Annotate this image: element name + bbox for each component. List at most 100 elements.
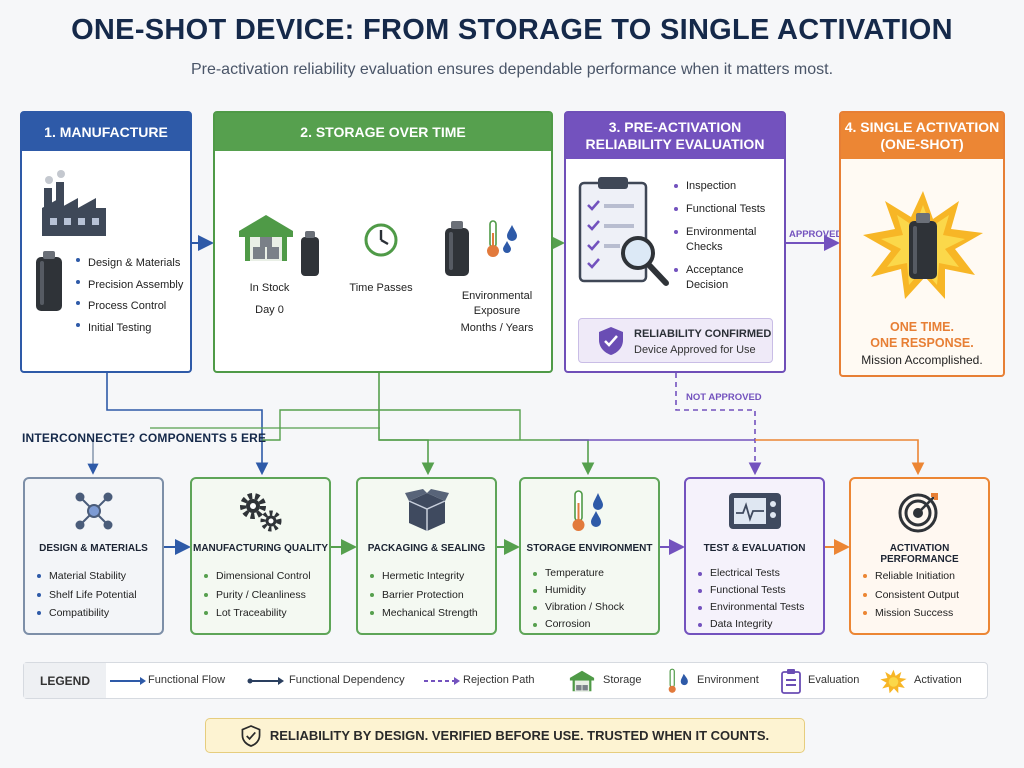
shield-check-icon bbox=[241, 724, 261, 747]
storage-icon bbox=[569, 670, 595, 692]
list-item: Initial Testing bbox=[76, 318, 183, 340]
stage-storage: 2. STORAGE OVER TIME In Stock Day 0 Time… bbox=[213, 111, 553, 373]
network-icon bbox=[75, 492, 112, 530]
banner-text: RELIABILITY BY DESIGN. VERIFIED BEFORE U… bbox=[269, 728, 770, 743]
clock-icon bbox=[364, 223, 398, 257]
component-storage-environment: STORAGE ENVIRONMENT Temperature Humidity… bbox=[519, 477, 660, 635]
component-title: MANUFACTURING QUALITY bbox=[193, 543, 328, 554]
list-item: Humidity bbox=[533, 582, 624, 599]
component-packaging-sealing: PACKAGING & SEALING Hermetic Integrity B… bbox=[356, 477, 497, 635]
component-title: TEST & EVALUATION bbox=[703, 543, 806, 554]
component-title: PACKAGING & SEALING bbox=[367, 543, 486, 554]
rejection-path bbox=[675, 373, 762, 476]
list-item: Consistent Output bbox=[863, 586, 959, 605]
list-item: Temperature bbox=[533, 565, 624, 582]
confirmed-subtitle: Device Approved for Use bbox=[634, 344, 756, 356]
approved-label: APPROVED bbox=[789, 229, 843, 240]
list-item: Corrosion bbox=[533, 616, 624, 633]
thermometer-icon bbox=[487, 220, 517, 257]
device-icon bbox=[301, 231, 319, 276]
list-item: Precision Assembly bbox=[76, 275, 183, 297]
component-design-materials: DESIGN & MATERIALS Material Stability Sh… bbox=[23, 477, 164, 635]
list-item: Data Integrity bbox=[698, 616, 804, 633]
legend-title: LEGEND bbox=[24, 663, 106, 698]
component-title: DESIGN & MATERIALS bbox=[39, 543, 148, 554]
component-manufacturing-quality: MANUFACTURING QUALITY Dimensional Contro… bbox=[190, 477, 331, 635]
legend-activation: Activation bbox=[914, 674, 962, 686]
in-stock-label: In Stock bbox=[249, 282, 290, 294]
component-list: Electrical Tests Functional Tests Enviro… bbox=[698, 565, 804, 633]
legend-evaluation: Evaluation bbox=[808, 674, 860, 686]
one-time-text: ONE TIME. ONE RESPONSE. bbox=[870, 320, 974, 350]
evaluation-list: Inspection Functional Tests Environmenta… bbox=[674, 179, 765, 293]
page-title: ONE-SHOT DEVICE: FROM STORAGE TO SINGLE … bbox=[71, 14, 953, 46]
list-item: Lot Traceability bbox=[204, 604, 311, 623]
target-icon bbox=[898, 493, 938, 533]
factory-icon bbox=[42, 170, 106, 236]
list-item: Dimensional Control bbox=[204, 567, 311, 586]
stage-storage-title: 2. STORAGE OVER TIME bbox=[215, 113, 551, 151]
component-list: Reliable Initiation Consistent Output Mi… bbox=[863, 567, 959, 623]
rejection-path-swatch bbox=[424, 677, 460, 685]
environment-icon bbox=[668, 668, 688, 693]
component-list: Temperature Humidity Vibration / Shock C… bbox=[533, 565, 624, 633]
stage-activation: 4. SINGLE ACTIVATION(ONE-SHOT) ONE TIME.… bbox=[839, 111, 1005, 377]
activation-icon bbox=[880, 669, 907, 694]
list-item: Mission Success bbox=[863, 604, 959, 623]
legend: LEGEND Functional Flow Functional Depend… bbox=[23, 662, 988, 699]
list-item: Purity / Cleanliness bbox=[204, 586, 311, 605]
months-years-label: Months / Years bbox=[460, 322, 534, 334]
manufacture-list: Design & Materials Precision Assembly Pr… bbox=[76, 253, 183, 339]
component-list: Hermetic Integrity Barrier Protection Me… bbox=[370, 567, 478, 623]
reliability-confirmed-box: RELIABILITY CONFIRMED Device Approved fo… bbox=[578, 318, 773, 363]
list-item: Reliable Initiation bbox=[863, 567, 959, 586]
evaluation-icon bbox=[781, 669, 801, 694]
legend-environment: Environment bbox=[697, 674, 759, 686]
list-item: Material Stability bbox=[37, 567, 137, 586]
legend-storage: Storage bbox=[603, 674, 642, 686]
dependency-line-manufacture bbox=[106, 373, 269, 476]
interconnect-title: INTERCONNECTE? COMPONENTS 5 ERE bbox=[22, 431, 267, 445]
list-item: Design & Materials bbox=[76, 253, 183, 275]
list-item: Functional Tests bbox=[674, 202, 765, 217]
warehouse-icon bbox=[239, 215, 293, 261]
legend-rejection-path: Rejection Path bbox=[463, 674, 535, 686]
stage-manufacture-title: 1. MANUFACTURE bbox=[22, 113, 190, 151]
list-item: Functional Tests bbox=[698, 582, 804, 599]
not-approved-label: NOT APPROVED bbox=[686, 392, 762, 403]
list-item: Compatibility bbox=[37, 604, 137, 623]
gears-icon bbox=[239, 493, 281, 532]
list-item: Acceptance Decision bbox=[674, 263, 756, 293]
component-title: STORAGE ENVIRONMENT bbox=[526, 543, 653, 554]
list-item: Vibration / Shock bbox=[533, 599, 624, 616]
list-item: Barrier Protection bbox=[370, 586, 478, 605]
burst-icon bbox=[863, 191, 983, 299]
list-item: Environmental Checks bbox=[674, 225, 756, 255]
box-icon bbox=[404, 489, 449, 531]
footer-banner: RELIABILITY BY DESIGN. VERIFIED BEFORE U… bbox=[205, 718, 805, 753]
env-exposure-label: Environmental Exposure bbox=[461, 290, 533, 317]
functional-dependency-swatch bbox=[247, 677, 284, 685]
stage-activation-title: 4. SINGLE ACTIVATION(ONE-SHOT) bbox=[841, 113, 1003, 159]
oscilloscope-icon bbox=[728, 493, 781, 529]
list-item: Inspection bbox=[674, 179, 765, 194]
clipboard-magnifier-icon bbox=[578, 177, 669, 286]
list-item: Mechanical Strength bbox=[370, 604, 478, 623]
component-activation-performance: ACTIVATION PERFORMANCE Reliable Initiati… bbox=[849, 477, 990, 635]
component-title: ACTIVATION PERFORMANCE bbox=[880, 543, 959, 565]
functional-flow-swatch bbox=[110, 677, 146, 685]
component-test-evaluation: TEST & EVALUATION Electrical Tests Funct… bbox=[684, 477, 825, 635]
thermometer-droplet-icon bbox=[572, 490, 603, 531]
list-item: Electrical Tests bbox=[698, 565, 804, 582]
device-icon bbox=[445, 221, 469, 276]
legend-functional-flow: Functional Flow bbox=[148, 674, 226, 686]
mission-text: Mission Accomplished. bbox=[861, 353, 983, 367]
list-item: Environmental Tests bbox=[698, 599, 804, 616]
list-item: Process Control bbox=[76, 296, 183, 318]
list-item: Shelf Life Potential bbox=[37, 586, 137, 605]
confirmed-title: RELIABILITY CONFIRMED bbox=[634, 328, 772, 340]
day0-label: Day 0 bbox=[255, 304, 284, 316]
shield-check-icon bbox=[599, 327, 623, 355]
component-list: Material Stability Shelf Life Potential … bbox=[37, 567, 137, 623]
